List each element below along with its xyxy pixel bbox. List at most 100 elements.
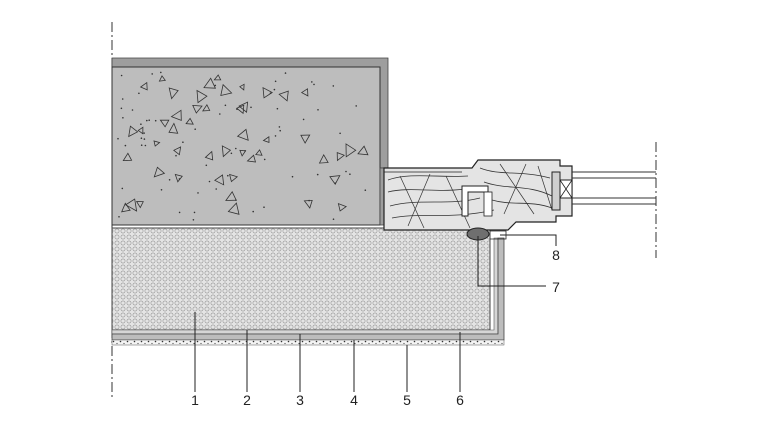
callout-5: 5 [403, 392, 411, 408]
aggregate-dot [117, 137, 119, 140]
aggregate-dot [235, 147, 237, 150]
aggregate-dot [160, 189, 163, 191]
aggregate-dot [151, 73, 153, 75]
callout-7: 7 [552, 279, 560, 295]
aggregate-stone [159, 119, 170, 128]
aggregate-dot [278, 126, 281, 128]
aggregate-dot [178, 211, 181, 214]
aggregate-dot [308, 199, 310, 202]
callout-4: 4 [350, 392, 358, 408]
aggregate-stone [345, 143, 357, 158]
aggregate-dot [148, 119, 150, 121]
aggregate-stone [139, 81, 148, 91]
aggregate-dot [138, 92, 140, 95]
aggregate-dot [332, 85, 335, 87]
callout-2: 2 [243, 392, 251, 408]
aggregate-dot [154, 119, 157, 122]
aggregate-dot [224, 104, 227, 107]
aggregate-dot [144, 144, 147, 147]
aggregate-stone [196, 89, 208, 104]
aggregate-stone [220, 83, 233, 97]
aggregate-stone [122, 152, 133, 162]
aggregate-stone [357, 145, 369, 156]
aggregate-stone [337, 202, 348, 212]
callout-6: 6 [456, 392, 464, 408]
aggregate-dot [235, 199, 237, 201]
aggregate-stone [278, 90, 289, 102]
aggregate-dot [131, 109, 134, 111]
callout-8: 8 [552, 247, 560, 263]
render-layers [111, 237, 505, 346]
aggregate-dot [175, 154, 177, 157]
aggregate-dot [317, 109, 319, 111]
aggregate-stone [229, 173, 239, 183]
aggregate-stone [168, 87, 179, 100]
aggregate-dot [193, 211, 196, 214]
aggregate-dot [146, 119, 148, 122]
aggregate-dot [332, 218, 335, 220]
callout-3: 3 [296, 392, 304, 408]
aggregate-dot [313, 83, 315, 86]
aggregate-stone [214, 174, 225, 186]
aggregate-dot [143, 132, 145, 134]
aggregate-dot [121, 98, 124, 100]
aggregate-stone [239, 83, 245, 91]
aggregate-stone [239, 149, 247, 157]
aggregate-stone [213, 74, 222, 81]
aggregate-dot [197, 192, 199, 194]
aggregate-stone [221, 145, 232, 158]
aggregate-dot [302, 118, 305, 121]
aggregate-dot [118, 216, 120, 218]
aggregate-stone [262, 136, 270, 143]
aggregate-stone [255, 149, 263, 156]
aggregate-stone [168, 122, 179, 134]
aggregate-stone [124, 198, 138, 212]
glass-panes [572, 171, 656, 205]
aggregate-stone [300, 88, 309, 97]
aggregate-dot [140, 123, 142, 125]
aggregate-dot [140, 137, 143, 139]
aggregate-dot [263, 206, 265, 208]
aggregate-dot [274, 80, 277, 83]
aggregate-stone [235, 104, 245, 115]
aggregate-dot [122, 117, 124, 119]
aggregate-dot [140, 144, 143, 146]
aggregate-stone [203, 77, 217, 89]
aggregate-stone [318, 153, 329, 164]
aggregate-stone [225, 191, 237, 201]
aggregate-dot [160, 71, 162, 74]
aggregate-stone [173, 146, 182, 156]
aggregate-dot [230, 152, 233, 155]
aggregate-dot [291, 175, 294, 178]
aggregate-dot [345, 170, 347, 173]
aggregate-dot [284, 72, 287, 74]
aggregate-dot [208, 180, 211, 183]
aggregate-dot [334, 182, 337, 184]
aggregate-stone [300, 134, 311, 144]
aggregate-dot [120, 74, 123, 77]
aggregate-stone [153, 166, 166, 178]
aggregate-stone [170, 109, 182, 121]
aggregate-stone [158, 75, 167, 82]
aggregate-stone [185, 117, 194, 125]
aggregate-stone [236, 128, 249, 141]
aggregate-dot [236, 108, 238, 110]
aggregate-stone [192, 104, 203, 114]
aggregate-dot [355, 105, 358, 107]
aggregate-dot [120, 107, 123, 110]
aggregate-dot [192, 219, 195, 221]
aggregate-dot [227, 174, 229, 177]
aggregate-stone [336, 152, 346, 162]
aggregate-dot [339, 132, 341, 135]
aggregate-dot [269, 92, 272, 94]
aggregate-dot [364, 189, 367, 191]
aggregate-stone [227, 202, 240, 215]
aggregate-dot [168, 179, 171, 181]
aggregate-dot [214, 84, 217, 87]
aggregate-dot [182, 141, 184, 143]
aggregate-stone [135, 201, 144, 209]
aggregate-stone [128, 125, 139, 138]
aggregate-stone [137, 126, 144, 135]
concrete-block [111, 57, 389, 226]
